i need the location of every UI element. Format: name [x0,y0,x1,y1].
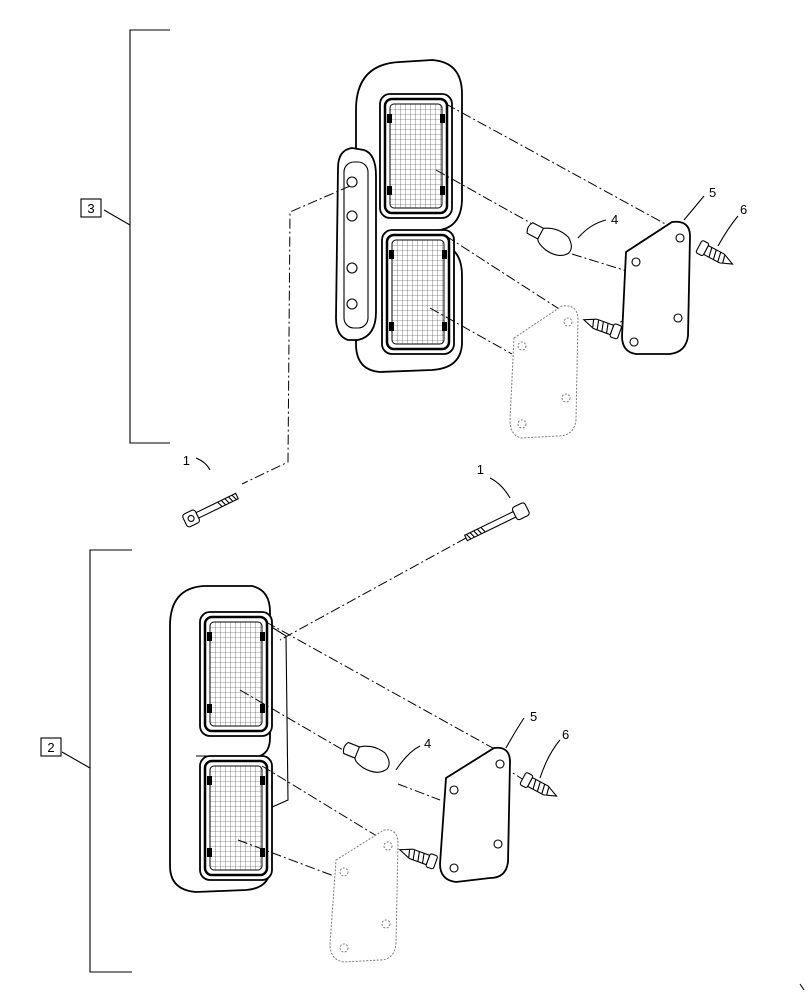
lower-screw-leader [489,477,511,499]
upper-leader-lines [241,103,681,485]
upper-assembly-bracket [103,29,170,444]
upper-assembly-callout-box: 3 [80,198,102,218]
upper-screw [182,492,239,528]
callout-2-text: 2 [47,740,54,755]
lower-assembly-bracket [61,549,132,973]
upper-gasket-ghost [509,305,579,439]
callout-3-text: 3 [87,201,94,216]
upper-light-housing [335,59,463,373]
upper-cover-leader [683,195,705,221]
lower-lens-top [198,610,274,738]
lower-leader-lines [237,537,531,877]
lower-cover-leader [505,717,525,749]
corner-mark [799,983,805,991]
upper-bulb [521,216,577,262]
lower-cover-plate [439,746,511,883]
callout-1-lower-text: 1 [477,462,484,477]
lower-lens-bottom [198,754,274,882]
upper-bulb-leader [577,219,607,239]
callout-5-upper-text: 5 [709,185,716,200]
upper-screw-leader [195,457,211,471]
callout-4-lower-text: 4 [424,736,431,751]
upper-cover-plate [621,220,691,355]
callout-1-upper-text: 1 [183,453,190,468]
callout-6-lower-text: 6 [562,727,569,742]
lower-gasket-ghost [329,829,399,963]
upper-lens-bottom [380,228,456,356]
upper-fastener [695,239,737,271]
lower-screw [463,502,530,542]
lower-assembly-callout-box: 2 [40,737,62,757]
lower-small-screw [396,842,439,870]
lower-light-housing [169,585,289,893]
callout-4-upper-text: 4 [611,212,618,227]
lower-fastener-leader [539,739,561,779]
callout-5-lower-text: 5 [530,709,537,724]
upper-lens-top [378,92,454,220]
lower-bulb [338,736,394,778]
lower-bulb-leader [395,745,421,771]
upper-small-screw [580,312,623,340]
upper-fastener-leader [717,215,739,247]
lower-fastener [519,771,561,803]
callout-6-upper-text: 6 [740,202,747,217]
